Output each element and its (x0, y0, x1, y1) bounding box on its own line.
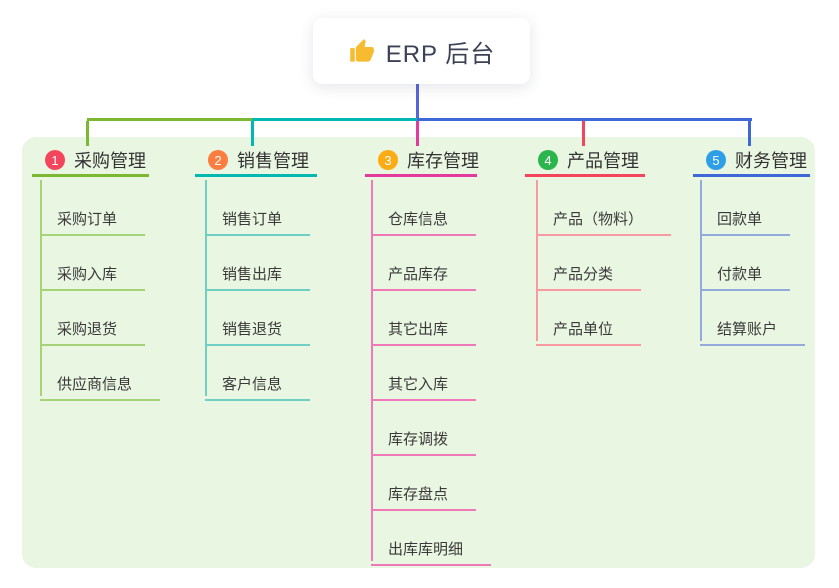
branch-5-drop-line (748, 121, 751, 146)
bus-segment-right (417, 118, 752, 121)
branch-item-label: 付款单 (717, 266, 763, 283)
branch-item-label: 采购入库 (57, 266, 118, 283)
branch-item-label: 产品库存 (388, 266, 449, 283)
branch-item-产品库存[interactable]: 产品库存 (371, 258, 476, 291)
branch-item-其它出库[interactable]: 其它出库 (371, 313, 476, 346)
root-label: ERP 后台 (385, 40, 496, 68)
branch-item-销售退货[interactable]: 销售退货 (205, 313, 310, 346)
branch-title-label: 库存管理 (407, 151, 479, 171)
branch-item-产品单位[interactable]: 产品单位 (536, 313, 641, 346)
branch-4-drop-line (582, 121, 585, 146)
branch-item-回款单[interactable]: 回款单 (700, 203, 790, 236)
branch-item-label: 采购订单 (57, 211, 118, 228)
branch-item-库存盘点[interactable]: 库存盘点 (371, 478, 476, 511)
branch-item-label: 库存调拨 (388, 431, 449, 448)
branch-4-vertical-line (536, 180, 538, 341)
branch-title-产品管理[interactable]: 4 产品管理 (525, 146, 645, 177)
branch-title-label: 销售管理 (237, 151, 309, 171)
branch-item-label: 销售退货 (222, 321, 283, 338)
branch-item-label: 其它入库 (388, 376, 449, 393)
branch-item-采购订单[interactable]: 采购订单 (40, 203, 145, 236)
branch-item-label: 销售订单 (222, 211, 283, 228)
branch-item-label: 回款单 (717, 211, 763, 228)
branch-item-label: 库存盘点 (388, 486, 449, 503)
branch-item-销售订单[interactable]: 销售订单 (205, 203, 310, 236)
branch-2-vertical-line (205, 180, 207, 396)
branch-item-出库库明细[interactable]: 出库库明细 (371, 533, 491, 566)
branch-item-label: 结算账户 (717, 321, 778, 338)
branch-title-label: 产品管理 (567, 151, 639, 171)
branch-item-label: 产品分类 (553, 266, 614, 283)
root-node[interactable]: ERP 后台 (313, 18, 530, 84)
branch-number-badge: 3 (378, 150, 398, 170)
bus-segment-left (87, 118, 252, 121)
root-connector-line (416, 84, 419, 118)
branch-2-drop-line (251, 121, 254, 146)
branch-title-财务管理[interactable]: 5 财务管理 (693, 146, 810, 177)
branch-item-采购退货[interactable]: 采购退货 (40, 313, 145, 346)
branch-item-label: 产品（物料） (553, 211, 644, 228)
branch-title-label: 采购管理 (74, 151, 146, 171)
branch-number-badge: 4 (538, 150, 558, 170)
branch-title-库存管理[interactable]: 3 库存管理 (365, 146, 479, 177)
branch-item-label: 销售出库 (222, 266, 283, 283)
branch-3-vertical-line (371, 180, 373, 561)
branch-item-其它入库[interactable]: 其它入库 (371, 368, 476, 401)
branch-5-vertical-line (700, 180, 702, 341)
branch-item-销售出库[interactable]: 销售出库 (205, 258, 310, 291)
branch-item-label: 产品单位 (553, 321, 614, 338)
branch-item-label: 出库库明细 (388, 541, 464, 558)
branch-title-label: 财务管理 (735, 151, 807, 171)
branch-item-库存调拨[interactable]: 库存调拨 (371, 423, 476, 456)
branch-item-结算账户[interactable]: 结算账户 (700, 313, 805, 346)
mindmap-panel (22, 137, 815, 568)
branch-1-drop-line (86, 121, 89, 146)
branch-number-badge: 2 (208, 150, 228, 170)
branch-item-label: 供应商信息 (57, 376, 133, 393)
bus-segment-middle (252, 118, 417, 121)
branch-number-badge: 5 (706, 150, 726, 170)
branch-number-badge: 1 (45, 150, 65, 170)
branch-3-drop-line (416, 121, 419, 146)
branch-item-仓库信息[interactable]: 仓库信息 (371, 203, 476, 236)
branch-item-供应商信息[interactable]: 供应商信息 (40, 368, 160, 401)
branch-item-付款单[interactable]: 付款单 (700, 258, 790, 291)
branch-item-label: 采购退货 (57, 321, 118, 338)
branch-item-采购入库[interactable]: 采购入库 (40, 258, 145, 291)
branch-item-label: 仓库信息 (388, 211, 449, 228)
branch-title-销售管理[interactable]: 2 销售管理 (195, 146, 317, 177)
branch-1-vertical-line (40, 180, 42, 396)
thumbs-up-icon (349, 38, 374, 62)
branch-item-客户信息[interactable]: 客户信息 (205, 368, 310, 401)
branch-item-产品（物料）[interactable]: 产品（物料） (536, 203, 671, 236)
branch-title-采购管理[interactable]: 1 采购管理 (32, 146, 149, 177)
branch-item-label: 其它出库 (388, 321, 449, 338)
branch-item-label: 客户信息 (222, 376, 283, 393)
branch-item-产品分类[interactable]: 产品分类 (536, 258, 641, 291)
